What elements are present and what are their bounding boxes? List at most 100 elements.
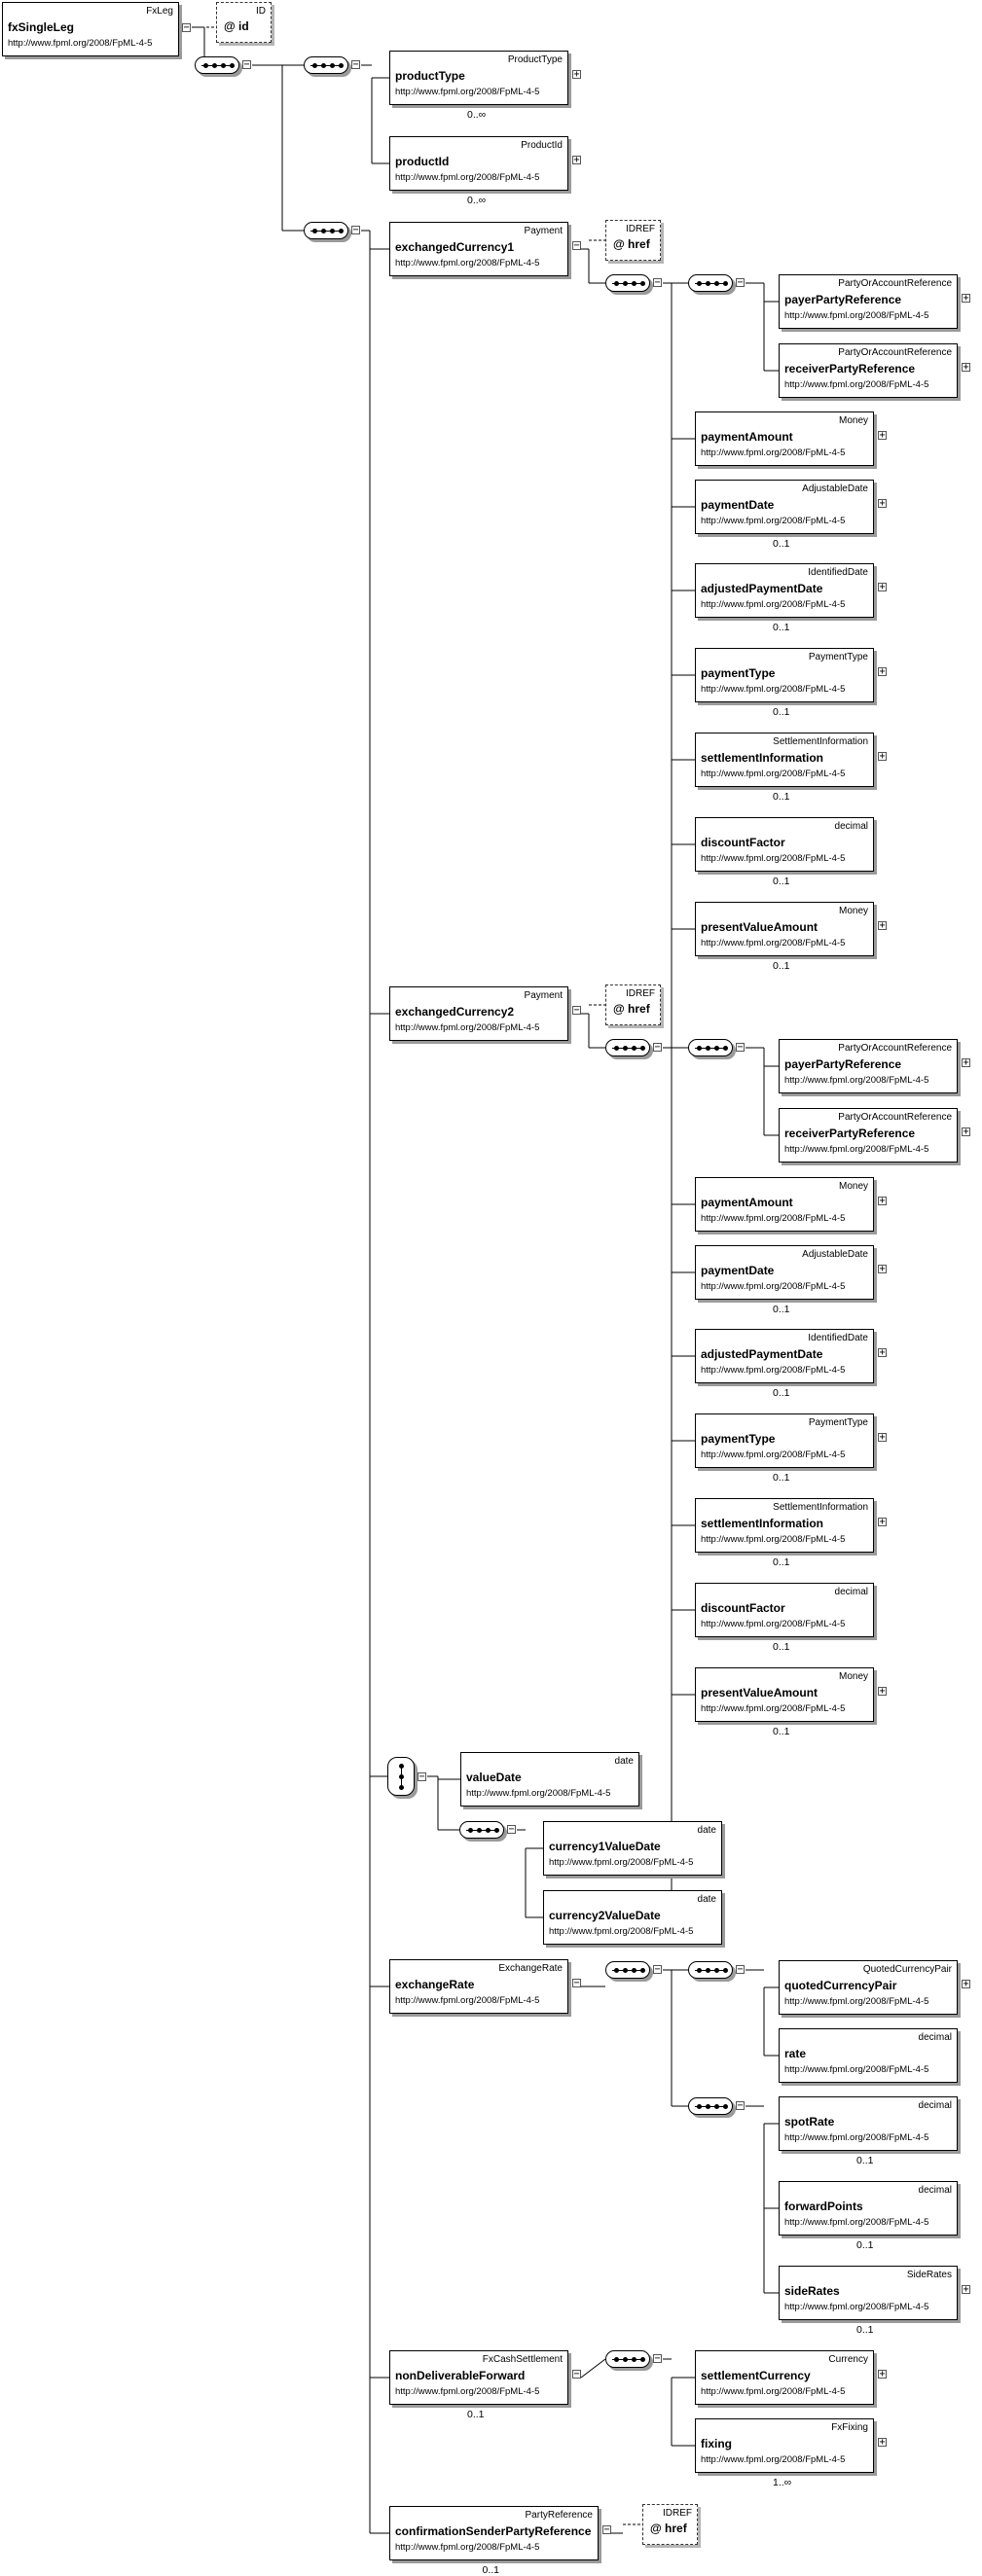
attribute-href[interactable]: IDREF@ href <box>605 220 661 261</box>
root-seq[interactable] <box>195 56 239 74</box>
plus-box-icon[interactable]: + <box>572 155 581 165</box>
exchangerate-a-seq[interactable] <box>688 1961 733 1979</box>
plus-box-icon[interactable]: + <box>878 2437 887 2448</box>
minus-box-icon[interactable]: − <box>653 277 662 288</box>
plus-box-icon[interactable]: + <box>962 362 970 373</box>
minus-box-icon[interactable]: − <box>653 2353 662 2364</box>
plus-box-icon[interactable]: + <box>878 1517 887 1527</box>
valuedate-choice[interactable] <box>387 1757 415 1796</box>
minus-box-icon[interactable]: − <box>351 225 360 235</box>
root-element[interactable]: FxLeg fxSingleLeg http://www.fpml.org/20… <box>2 2 179 56</box>
sequence-dot <box>230 63 235 68</box>
valuedate-seq[interactable] <box>459 1821 504 1839</box>
minus-box-icon[interactable]: − <box>572 1978 581 1988</box>
plus-box-icon[interactable]: + <box>878 1264 887 1274</box>
payment1-inner-seq[interactable] <box>605 274 650 292</box>
plus-box-icon[interactable]: + <box>878 751 887 762</box>
plus-box-icon[interactable]: + <box>878 1196 887 1206</box>
minus-box-icon[interactable]: − <box>572 2369 581 2379</box>
plus-box-icon[interactable]: + <box>962 1057 970 1068</box>
plus-box-icon[interactable]: + <box>878 430 887 441</box>
minus-box-icon[interactable]: − <box>242 59 251 70</box>
plus-box-icon[interactable]: + <box>878 1686 887 1697</box>
minus-box-icon[interactable]: − <box>736 1964 745 1975</box>
plus-box-icon[interactable]: + <box>878 1432 887 1443</box>
party2-seq[interactable] <box>688 1039 733 1056</box>
ndf-seq[interactable] <box>605 2350 650 2368</box>
minus-box-icon[interactable]: − <box>351 59 360 70</box>
minus-box-icon[interactable]: − <box>572 240 581 251</box>
plus-box-icon[interactable]: + <box>878 582 887 592</box>
plus-box-icon[interactable]: + <box>572 69 581 80</box>
plus-box-icon[interactable]: + <box>962 2284 970 2295</box>
plus-box-icon[interactable]: + <box>962 293 970 304</box>
attribute-href[interactable]: IDREF@ href <box>642 2504 698 2545</box>
attribute-href[interactable]: IDREF@ href <box>605 984 661 1025</box>
sequence-dot <box>723 1968 728 1973</box>
minus-box-icon[interactable]: − <box>572 1005 581 1016</box>
payment1-seq[interactable] <box>304 222 348 239</box>
plus-box-icon[interactable]: + <box>962 1979 970 1989</box>
attribute-id[interactable]: ID @ id <box>216 2 272 43</box>
party1-seq[interactable] <box>688 274 733 292</box>
sequence-dot <box>632 2357 636 2362</box>
plus-box-icon[interactable]: + <box>878 920 887 931</box>
payment2-inner-seq[interactable] <box>605 1039 650 1056</box>
plus-box-icon[interactable]: + <box>878 1347 887 1358</box>
plus-box-icon[interactable]: + <box>878 2369 887 2379</box>
minus-box-icon[interactable]: − <box>418 1771 426 1782</box>
plus-box-icon[interactable]: + <box>962 1127 970 1137</box>
minus-box-icon[interactable]: − <box>507 1824 516 1835</box>
minus-box-icon[interactable]: − <box>736 277 745 288</box>
minus-box-icon[interactable]: − <box>736 1042 745 1053</box>
exchangerate-seq[interactable] <box>605 1961 650 1979</box>
minus-box-icon[interactable]: − <box>736 2100 745 2111</box>
exchangerate-b-seq[interactable] <box>688 2097 733 2115</box>
element-namespace: http://www.fpml.org/2008/FpML-4-5 <box>701 1703 846 1714</box>
element-type: IdentifiedDate <box>808 1333 868 1343</box>
plus-box-icon[interactable]: + <box>878 666 887 677</box>
collapse-icon[interactable]: − <box>182 22 191 33</box>
minus-box-icon[interactable]: − <box>602 2524 611 2535</box>
element-type: QuotedCurrencyPair <box>862 1964 952 1975</box>
plus-box-icon[interactable]: + <box>878 498 887 509</box>
minus-box-icon[interactable]: − <box>653 1964 662 1975</box>
product-seq[interactable] <box>304 56 348 74</box>
minus-box-icon[interactable]: − <box>653 1042 662 1053</box>
